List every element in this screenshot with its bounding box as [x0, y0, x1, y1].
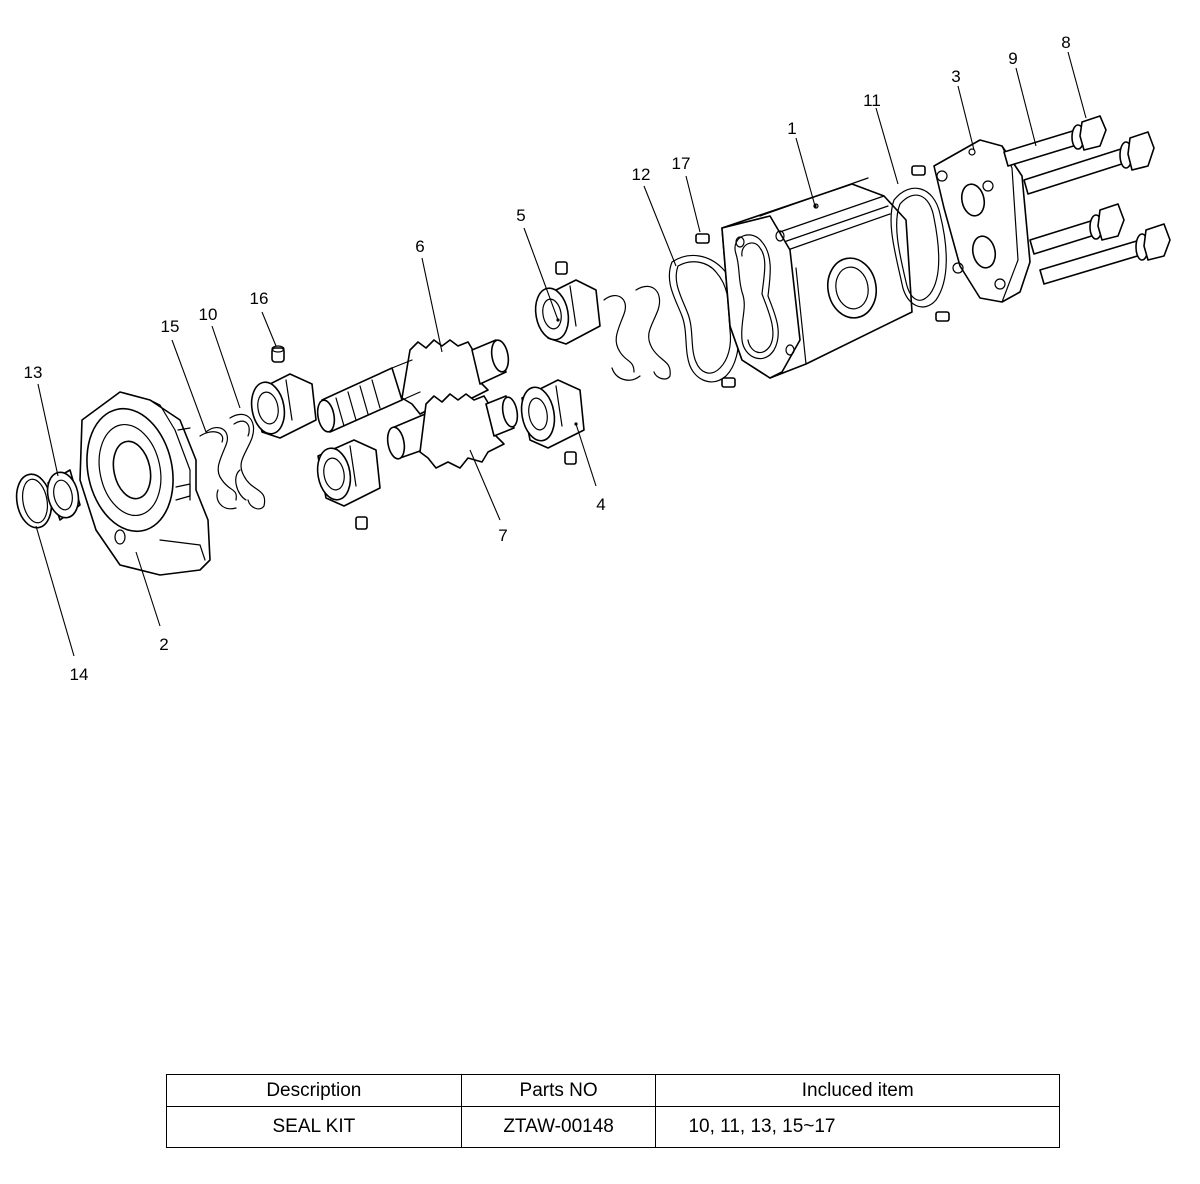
callout-6: 6: [415, 237, 424, 256]
part-11-gasket: [890, 187, 947, 308]
callout-3: 3: [951, 67, 960, 86]
callout-7: 7: [498, 526, 507, 545]
pins-rear-cover: [911, 165, 950, 322]
callout-17: 17: [672, 154, 691, 173]
leader-lines: [35, 51, 1087, 657]
callout-12: 12: [632, 165, 651, 184]
cell-included-item: 10, 11, 13, 15~17: [655, 1106, 1060, 1148]
part-12-gasket: [668, 254, 740, 383]
header-parts-no: Parts NO: [460, 1074, 657, 1107]
exploded-parts-diagram: 1 2 3 4 5 6 7 8 9 10 11 12 13 14 15 16 1…: [15, 33, 1171, 684]
part-5-bushing: [534, 279, 601, 345]
callout-16: 16: [250, 289, 269, 308]
callout-13: 13: [24, 363, 43, 382]
cell-parts-no: ZTAW-00148: [460, 1106, 657, 1148]
callout-11: 11: [863, 91, 881, 110]
seal-kit-table: Description Parts NO Incluced item SEAL …: [166, 1074, 1060, 1148]
callout-10: 10: [199, 305, 218, 324]
part-10-seal: [229, 413, 266, 510]
part-2-front-cover: [79, 391, 211, 576]
callout-2: 2: [159, 635, 168, 654]
header-included-item: Incluced item: [655, 1074, 1060, 1107]
part-1-gear-body: [721, 177, 913, 379]
bushing-front-lower: [316, 439, 381, 507]
table-header-row: Description Parts NO Incluced item: [166, 1074, 1060, 1107]
part-7-driven-gear: [386, 393, 519, 469]
table-row: SEAL KIT ZTAW-00148 10, 11, 13, 15~17: [166, 1106, 1060, 1148]
callout-numbers: 1 2 3 4 5 6 7 8 9 10 11 12 13 14 15 16 1…: [24, 33, 1071, 684]
part-16-pin: [271, 345, 285, 363]
pin-rear-lower: [564, 451, 577, 465]
header-description: Description: [166, 1074, 462, 1107]
callout-9: 9: [1008, 49, 1017, 68]
callout-1: 1: [787, 119, 796, 138]
bushing-front-upper: [250, 373, 317, 439]
callout-5: 5: [516, 206, 525, 225]
part-3-rear-cover: [933, 139, 1031, 303]
part-17-pins: [695, 233, 736, 388]
rear-wire-seals: [603, 285, 671, 381]
callout-8: 8: [1061, 33, 1070, 52]
pin-rear-upper: [555, 261, 568, 275]
part-13-oil-seal: [46, 469, 81, 521]
callout-14: 14: [70, 665, 89, 684]
callout-4: 4: [596, 495, 605, 514]
cell-description: SEAL KIT: [166, 1106, 462, 1148]
pin-front-lower: [355, 516, 368, 530]
part-15-backup-ring: [199, 427, 237, 510]
part-4-bushing: [520, 379, 585, 449]
callout-15: 15: [161, 317, 180, 336]
part-8-9-bolts-washers: [1003, 115, 1171, 285]
